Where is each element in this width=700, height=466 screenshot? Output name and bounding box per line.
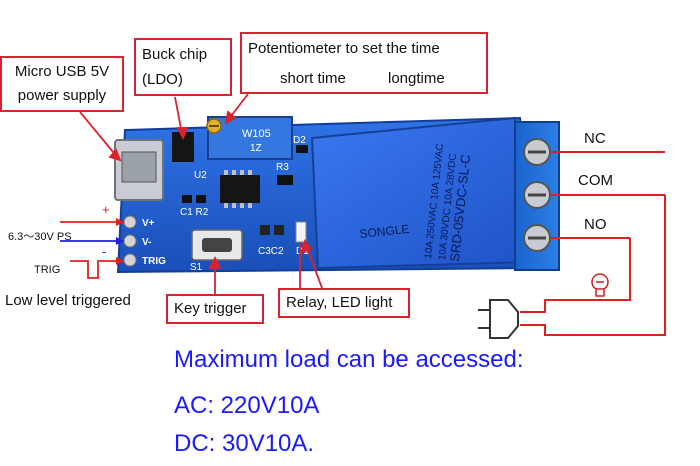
pin-vplus: V+ [142,218,155,229]
buck-callout-line2: (LDO) [142,71,183,88]
relay-pointer [305,244,323,289]
ic-chip [220,175,260,203]
buck-chip [172,132,194,162]
silk-c3c2: C3C2 [258,246,284,257]
terminal-no-label: NO [584,216,607,233]
silk-d2: D2 [293,135,306,146]
supply-range: 6.3～30V PS [8,231,72,243]
load-ac: AC: 220V10A [174,392,320,419]
component-d2 [296,145,308,153]
plus-sign: + [102,202,110,217]
pot-long-time: longtime [388,70,445,87]
silk-c1r2: C1 R2 [180,207,209,218]
terminal-com-label: COM [578,172,613,189]
terminal-nc-label: NC [584,130,606,147]
trig-wire [70,260,124,279]
usb-pointer [79,111,119,159]
pin-vminus: V- [142,237,151,248]
silk-r3: R3 [276,162,289,173]
usb-callout: Micro USB 5V power supply [0,56,124,112]
potentiometer [207,116,293,160]
usb-callout-line2: power supply [17,87,107,104]
relay-led-callout: Relay, LED light [278,288,410,318]
pin-header [123,215,137,267]
load-dc: DC: 30V10A. [174,430,315,457]
relay-led-text: Relay, LED light [286,294,393,311]
load-heading: Maximum load can be accessed: [174,346,524,373]
buck-callout: Buck chip (LDO) [134,38,232,96]
buck-callout-line1: Buck chip [142,46,208,63]
key-trigger-callout: Key trigger [166,294,264,324]
component-r3 [277,175,293,185]
plug-icon [478,299,519,339]
potentiometer-callout: Potentiometer to set the time [240,32,488,94]
led-d1 [295,221,307,243]
terminal-screws [523,138,551,252]
minus-sign: - [102,244,107,259]
pot-short-time: short time [280,70,346,87]
relay-body [310,116,532,270]
usb-callout-line1: Micro USB 5V [14,63,110,80]
pin-trig: TRIG [142,256,166,267]
pot-sub-text: 1Z [250,143,262,154]
key-trigger-text: Key trigger [174,300,247,317]
silk-u2: U2 [194,170,207,181]
silk-s1: S1 [190,262,203,273]
trig-label: TRIG [34,264,61,276]
relay-brand-text: SONGLE [359,222,410,241]
terminal-wires [520,151,666,336]
bulb-icon [591,273,609,297]
low-level-text: Low level triggered [5,292,131,309]
pot-code-text: W105 [242,128,271,140]
pot-callout-title: Potentiometer to set the time [248,40,440,57]
